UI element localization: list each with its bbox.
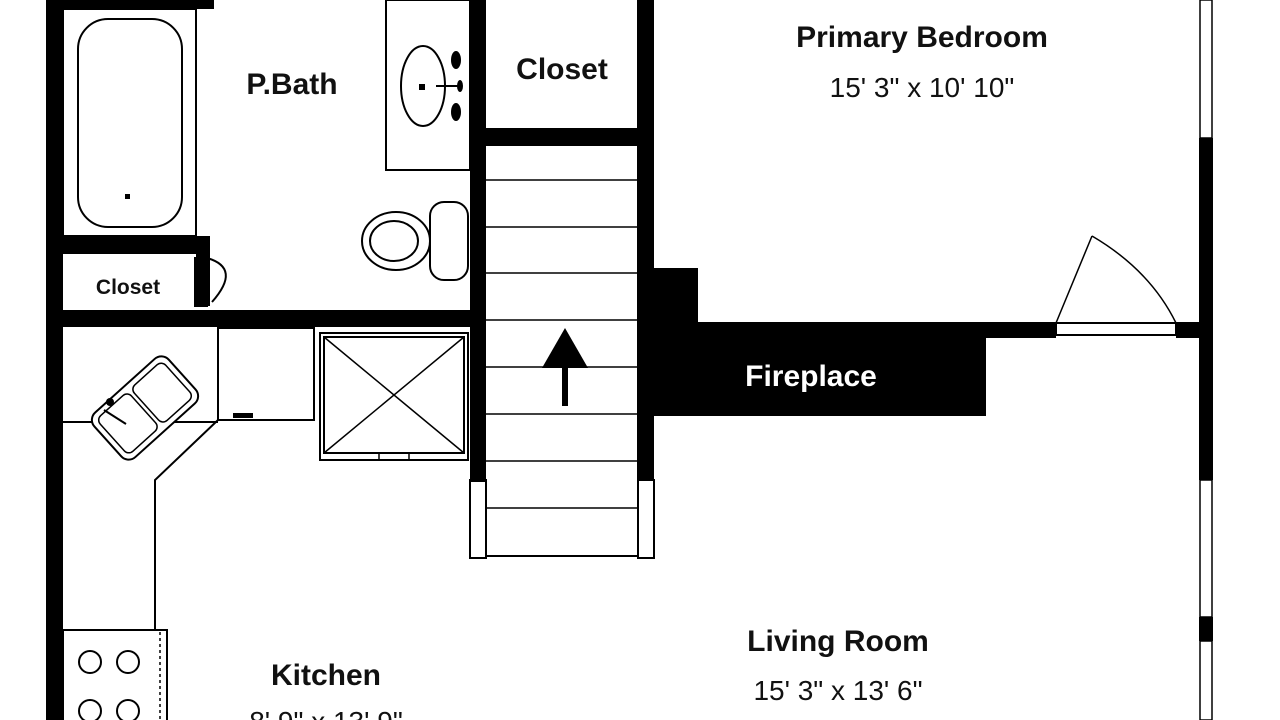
wall-bath-kitchen (46, 310, 474, 327)
wall-tub-closet (46, 236, 210, 254)
stove-icon (62, 629, 168, 720)
wall-right-exterior-2 (1199, 617, 1213, 641)
fireplace-block (654, 322, 986, 416)
door-swing-icon (1055, 235, 1177, 336)
closet-small-name: Closet (96, 276, 160, 299)
primary-bedroom-name: Primary Bedroom (796, 21, 1048, 54)
refrigerator-icon (319, 332, 469, 461)
wall-left-exterior (46, 0, 63, 720)
living-room-name: Living Room (747, 625, 929, 658)
kitchen-name: Kitchen (271, 659, 381, 692)
walls (46, 0, 1213, 720)
kitchen-appliances (217, 327, 469, 461)
wall-closet-stair (470, 128, 654, 146)
window-top-right (1199, 0, 1213, 139)
window-bottom-right (1199, 640, 1213, 720)
door-swing-icon (194, 257, 227, 307)
wall-right-exterior-1 (1199, 138, 1213, 480)
window-mid-right (1199, 479, 1213, 618)
bathtub-icon (62, 8, 197, 237)
stair-arrow-icon (542, 328, 588, 406)
living-room-dimensions: 15' 3" x 13' 6" (753, 675, 922, 706)
p-bath-name: P.Bath (246, 68, 337, 101)
toilet-icon (361, 201, 469, 281)
primary-bedroom-dimensions: 15' 3" x 10' 10" (830, 72, 1015, 103)
kitchen-dimensions: 8' 9" x 13' 9" (249, 706, 403, 720)
room-labels: Primary Bedroom 15' 3" x 10' 10" Closet … (96, 21, 1048, 720)
wall-bedroom-living (986, 322, 1056, 338)
wall-closet-bedroom (637, 0, 654, 480)
wall-top-bath (46, 0, 214, 9)
windows (1199, 0, 1213, 720)
stairs (469, 179, 655, 559)
kitchen-counter (63, 355, 219, 630)
dishwasher-cabinet (217, 327, 315, 421)
wall-fireplace-jamb (654, 268, 698, 328)
closet-top-name: Closet (516, 53, 608, 86)
fireplace-name: Fireplace (745, 360, 877, 393)
wall-bath-stair (470, 0, 486, 482)
sink-icon (385, 0, 471, 171)
kitchen-sink-icon (90, 355, 200, 461)
